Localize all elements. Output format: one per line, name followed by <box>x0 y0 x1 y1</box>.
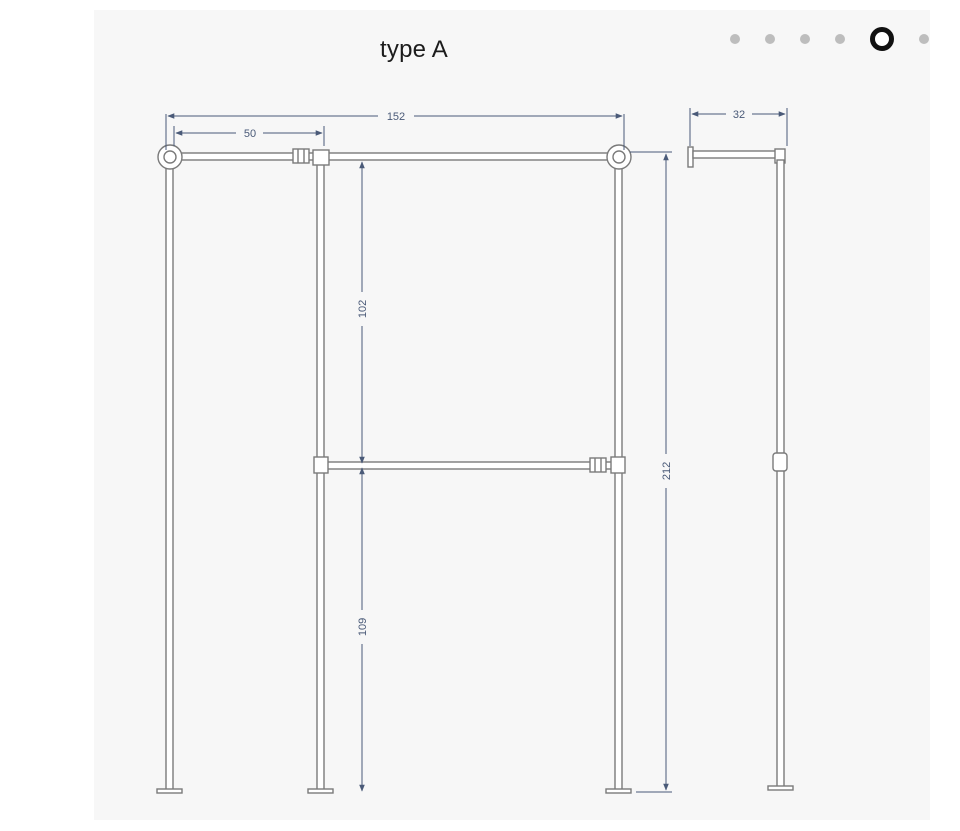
side-upright-pipe <box>776 159 785 789</box>
top-left-flange-center <box>163 150 177 164</box>
middle-rail-coupling <box>589 457 607 473</box>
side-middle-tee-fitting <box>772 452 788 472</box>
drawing-title: type A <box>380 36 448 63</box>
side-top-arm-pipe <box>692 150 780 159</box>
dimension-lines <box>165 108 788 793</box>
dim-label-32: 32 <box>733 109 745 121</box>
dim-label-50: 50 <box>244 128 256 140</box>
carousel-dot-3[interactable] <box>800 34 810 44</box>
side-base-plate <box>767 785 794 791</box>
carousel-dot-4[interactable] <box>835 34 845 44</box>
front-view <box>156 144 632 794</box>
side-wall-flange <box>687 146 694 168</box>
left-upright-pipe <box>165 159 174 791</box>
carousel-dot-6[interactable] <box>919 34 929 44</box>
middle-rail-pipe <box>323 461 619 470</box>
drawing-panel <box>94 10 930 820</box>
top-rail-coupling <box>292 148 310 164</box>
carousel-dot-2[interactable] <box>765 34 775 44</box>
carousel-pagination <box>730 26 929 52</box>
middle-left-tee-fitting <box>313 456 329 474</box>
top-rail-pipe <box>169 152 621 161</box>
dim-label-102: 102 <box>357 300 369 318</box>
carousel-dot-5-active[interactable] <box>870 27 894 51</box>
middle-right-tee-fitting <box>610 456 626 474</box>
carousel-dot-1[interactable] <box>730 34 740 44</box>
top-right-flange-center <box>612 150 626 164</box>
dim-label-109: 109 <box>357 618 369 636</box>
dim-label-212: 212 <box>661 462 673 480</box>
top-tee-fitting <box>312 149 330 166</box>
left-base-plate <box>156 788 183 794</box>
right-upright-pipe <box>614 159 623 791</box>
right-base-plate <box>605 788 632 794</box>
inner-upright-pipe <box>316 163 325 791</box>
side-view <box>687 146 794 791</box>
inner-base-plate <box>307 788 334 794</box>
dim-label-152: 152 <box>387 111 405 123</box>
